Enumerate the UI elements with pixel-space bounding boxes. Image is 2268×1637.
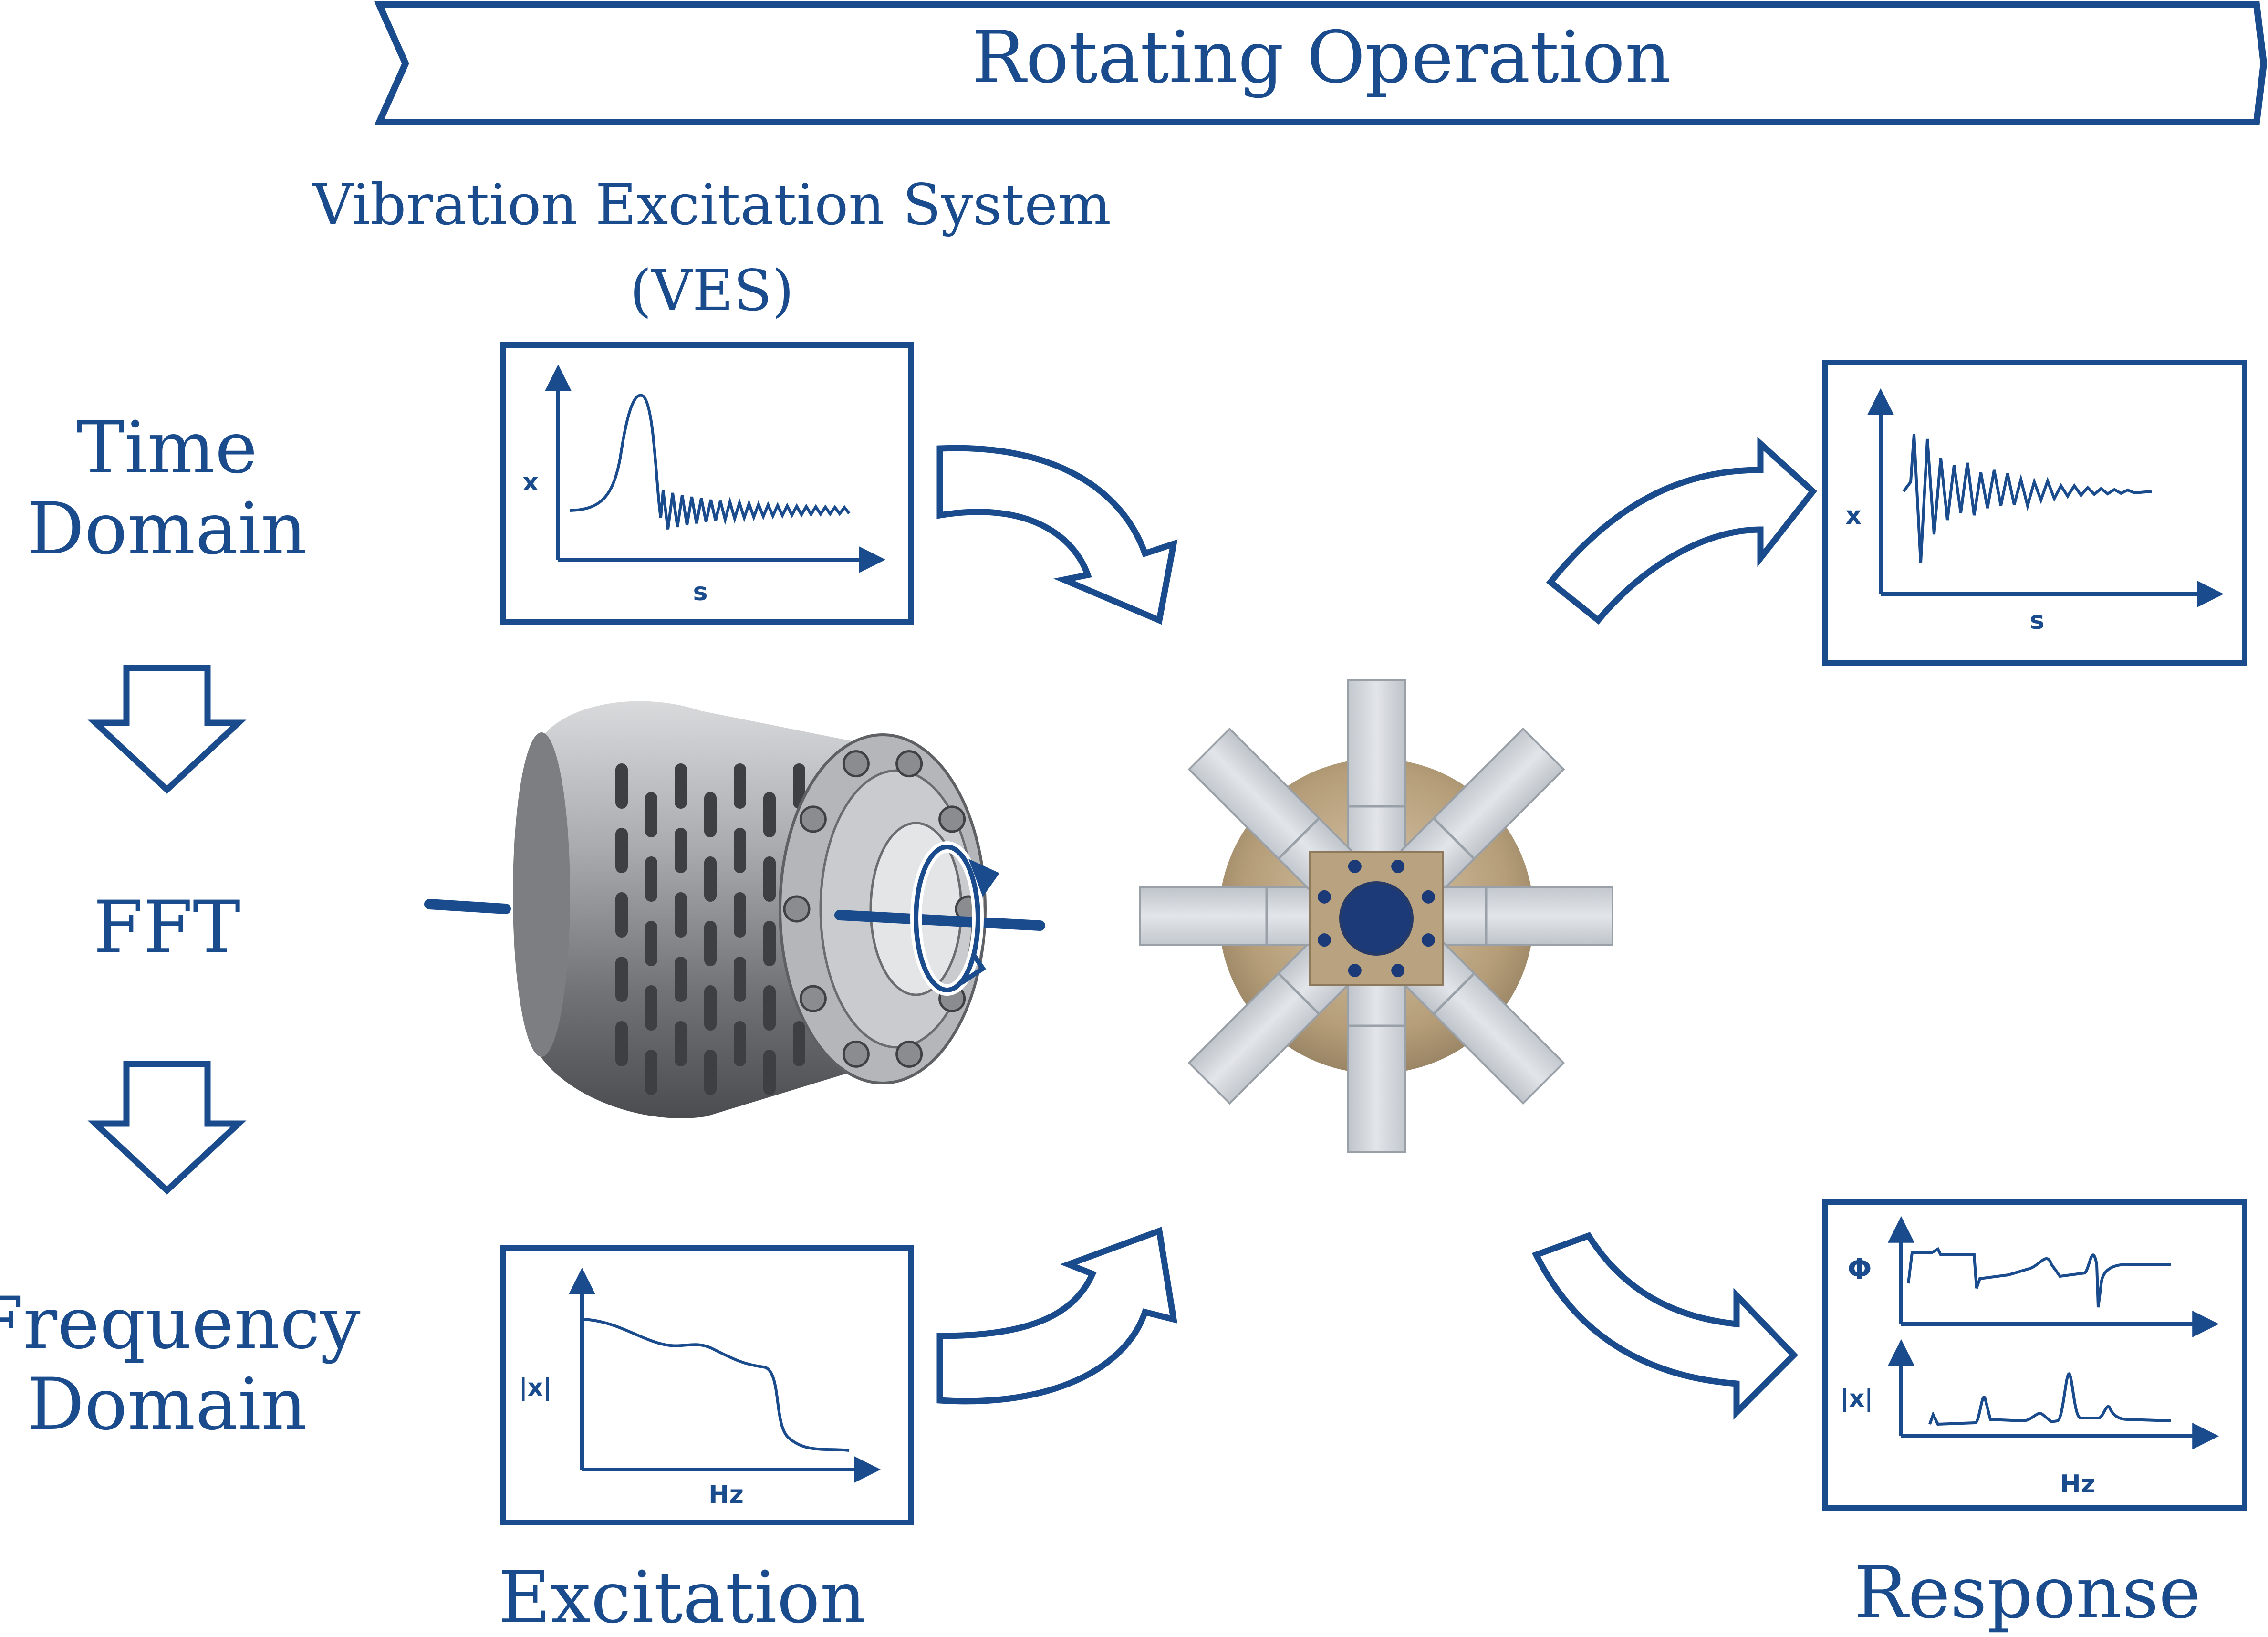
ves-slot <box>675 957 687 1002</box>
ves-slot <box>675 1021 687 1066</box>
time-domain-line1: Time <box>76 407 257 490</box>
ves-slot <box>734 763 746 809</box>
curved-arrow-icon <box>1531 1232 1799 1420</box>
excitation-spectrum-curve <box>584 1318 850 1452</box>
rotor-blade <box>1347 980 1406 1153</box>
ves-slot <box>615 1021 628 1066</box>
response-caption: Response <box>1854 1552 2201 1635</box>
rotor-hole <box>1348 964 1362 978</box>
curved-arrow-icon <box>1546 437 1817 625</box>
ves-slot <box>793 763 805 809</box>
ves-slot <box>615 828 628 873</box>
x-axis-label: s <box>2030 606 2045 635</box>
excitation-time-curve <box>570 394 851 530</box>
ves-slot <box>763 921 776 966</box>
excitation-frequency-plot: |x| Hz <box>500 1245 914 1525</box>
x-axis-label: Hz <box>2060 1470 2095 1499</box>
rotor-hole <box>1348 859 1362 873</box>
ves-slot <box>763 1050 776 1095</box>
y-axis-label: x <box>522 468 539 497</box>
down-arrow-icon <box>87 1061 247 1195</box>
rotating-operation-banner: Rotating Operation <box>374 1 2268 125</box>
ves-slot <box>704 921 717 966</box>
flange-bolt <box>799 985 827 1012</box>
flange-bolt <box>938 805 966 833</box>
rotor-hole <box>1317 890 1331 904</box>
ves-title-line2: (VES) <box>630 258 794 323</box>
phase-curve <box>1907 1247 2171 1308</box>
ves-title-line1: Vibration Excitation System <box>312 172 1111 238</box>
magnitude-curve <box>1928 1372 2171 1426</box>
curved-arrow-icon <box>936 445 1178 625</box>
x-axis-label: s <box>693 578 708 606</box>
rotor-blade <box>1347 679 1406 853</box>
phase-axis-label: Φ <box>1847 1252 1872 1286</box>
x-axis-label: Hz <box>708 1481 744 1509</box>
rotor-hole <box>1391 859 1405 873</box>
time-domain-line2: Domain <box>27 488 307 571</box>
rotation-arrow-icon <box>910 841 999 996</box>
ves-slot <box>704 792 717 837</box>
flange-bolt <box>799 805 827 833</box>
ves-slot <box>675 828 687 873</box>
ves-slot <box>615 892 628 938</box>
flange-bolt <box>895 750 923 778</box>
ves-slot <box>793 1021 805 1066</box>
rotor-hole <box>1391 964 1405 978</box>
ves-slot <box>645 985 657 1031</box>
ves-slot <box>763 985 776 1031</box>
ves-device-illustration <box>424 701 1045 1118</box>
frequency-domain-line1: Frequency <box>0 1282 361 1365</box>
ves-slot <box>645 1050 657 1095</box>
rotor-hole <box>1317 933 1331 947</box>
ves-slot <box>645 792 657 837</box>
flange-bolt <box>842 750 870 778</box>
rotor-hole <box>1422 933 1436 947</box>
rotor-hole <box>1422 890 1436 904</box>
ves-slot <box>645 921 657 966</box>
ves-slot <box>734 828 746 873</box>
flange-bolt <box>842 1040 870 1068</box>
ves-slot <box>763 792 776 837</box>
ves-slot <box>615 763 628 809</box>
magnitude-axis-label: |x| <box>1841 1385 1873 1412</box>
response-time-curve <box>1902 434 2152 563</box>
ves-slot <box>704 985 717 1031</box>
left-column: Time Domain FFT Frequency Domain <box>0 407 361 1446</box>
ves-slot <box>675 892 687 938</box>
ves-slot <box>734 957 746 1002</box>
ves-slot <box>734 892 746 938</box>
rotor-blade <box>1139 886 1313 946</box>
excitation-caption: Excitation <box>499 1556 866 1637</box>
banner-label: Rotating Operation <box>972 16 1671 99</box>
ves-slot <box>645 856 657 902</box>
excitation-time-plot: x s <box>500 342 914 625</box>
curved-arrow-icon <box>936 1227 1177 1405</box>
ves-slot <box>615 957 628 1002</box>
ves-slot <box>734 1021 746 1066</box>
ves-slot <box>704 856 717 902</box>
response-time-plot: x s <box>1822 360 2247 666</box>
ves-slot <box>763 856 776 902</box>
down-arrow-icon <box>87 665 247 794</box>
ves-slot <box>675 763 687 809</box>
y-axis-label: x <box>1845 501 1862 530</box>
ves-slot <box>704 1050 717 1095</box>
flange-bolt <box>783 895 811 923</box>
rotor-blade <box>1440 886 1613 946</box>
response-frequency-plot: Φ |x| Hz <box>1822 1199 2247 1511</box>
bladed-rotor-illustration <box>1139 679 1613 1153</box>
flange-bolt <box>895 1040 923 1068</box>
frequency-domain-line2: Domain <box>27 1363 307 1446</box>
fft-label: FFT <box>94 886 240 969</box>
y-axis-label: |x| <box>519 1374 552 1401</box>
